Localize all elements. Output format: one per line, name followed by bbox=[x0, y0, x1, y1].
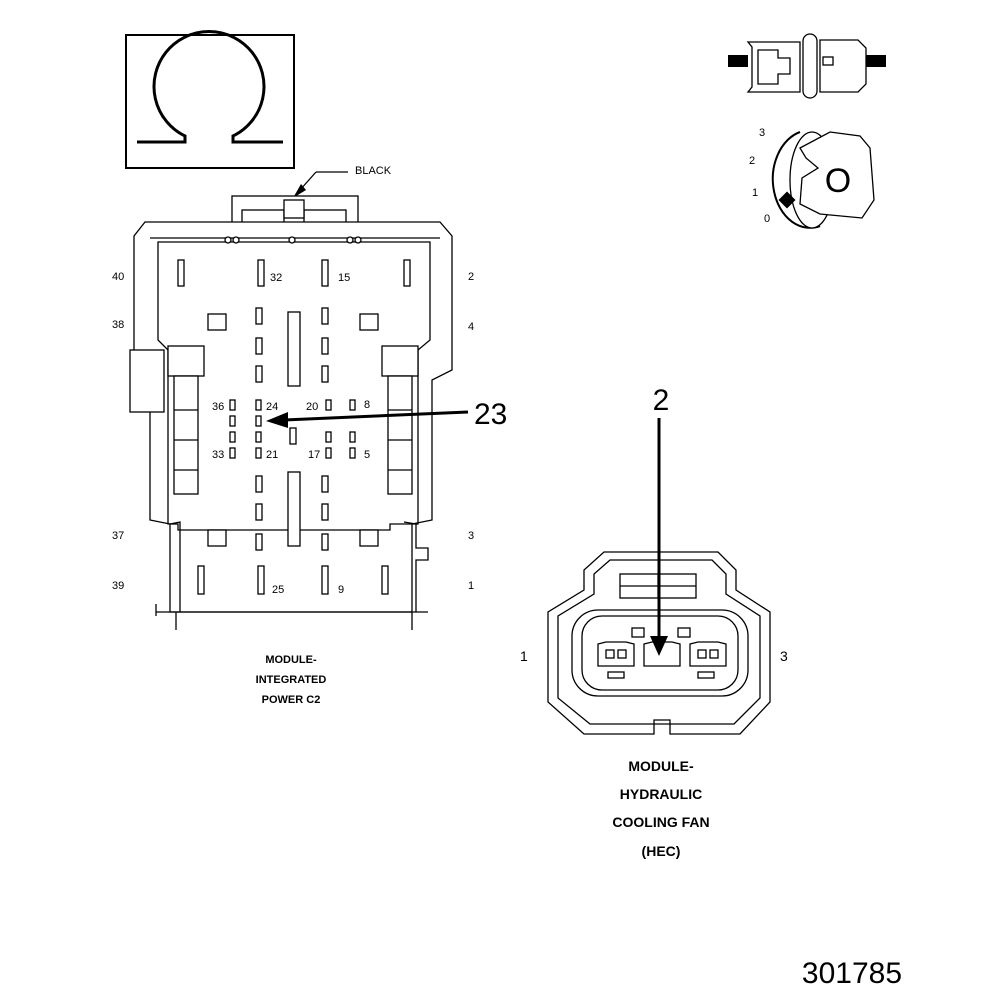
key-switch-icon: O 3 2 1 0 bbox=[749, 127, 875, 229]
key-position-0: 0 bbox=[764, 213, 770, 225]
pin-label-15: 15 bbox=[338, 272, 350, 284]
wire-color-label: BLACK bbox=[355, 165, 392, 177]
key-position-2: 2 bbox=[749, 155, 755, 167]
pin-label-3: 3 bbox=[468, 530, 474, 542]
pin-label-40: 40 bbox=[112, 271, 124, 283]
module-integrated-power-c2-connector: BLACK bbox=[112, 165, 507, 706]
pin-label-5: 5 bbox=[364, 449, 370, 461]
c2-title-line-1: MODULE- bbox=[265, 654, 317, 666]
ohm-icon bbox=[137, 30, 283, 144]
pin-label-17: 17 bbox=[308, 449, 320, 461]
pin-label-4: 4 bbox=[468, 321, 474, 333]
pin-label-21: 21 bbox=[266, 449, 278, 461]
pin-label-24: 24 bbox=[266, 401, 278, 413]
pin-label-33: 33 bbox=[212, 449, 224, 461]
pin-label-20: 20 bbox=[306, 401, 318, 413]
hec-title-line-4: (HEC) bbox=[642, 843, 681, 859]
figure-number: 301785 bbox=[802, 957, 902, 990]
key-letter: O bbox=[825, 162, 851, 200]
hec-pin-label-1: 1 bbox=[520, 648, 528, 664]
pin-label-36: 36 bbox=[212, 401, 224, 413]
pin-label-32: 32 bbox=[270, 272, 282, 284]
callout-arrow-icon bbox=[650, 636, 668, 656]
pin-label-25: 25 bbox=[272, 584, 284, 596]
hec-title-line-2: HYDRAULIC bbox=[620, 786, 702, 802]
pin-label-38: 38 bbox=[112, 319, 124, 331]
hec-pin-label-3: 3 bbox=[780, 648, 788, 664]
module-hydraulic-cooling-fan-connector: 2 1 3 MODULE- HYDRAULIC COOLING FAN (HEC… bbox=[520, 384, 788, 859]
pin-label-37: 37 bbox=[112, 530, 124, 542]
c2-callout-number: 23 bbox=[474, 398, 507, 431]
pin-label-2: 2 bbox=[468, 271, 474, 283]
pin-label-8: 8 bbox=[364, 399, 370, 411]
hec-callout-number: 2 bbox=[653, 384, 670, 417]
c2-title-line-2: INTEGRATED bbox=[256, 674, 327, 686]
pin-label-9: 9 bbox=[338, 584, 344, 596]
c2-title-line-3: POWER C2 bbox=[262, 694, 321, 706]
connector-disconnect-icon bbox=[728, 33, 886, 99]
hec-title-line-3: COOLING FAN bbox=[612, 814, 709, 830]
key-position-1: 1 bbox=[752, 187, 758, 199]
hec-title-line-1: MODULE- bbox=[628, 758, 694, 774]
key-position-marker-icon bbox=[778, 191, 796, 209]
pin-label-1: 1 bbox=[468, 580, 474, 592]
key-position-3: 3 bbox=[759, 127, 765, 139]
ohmmeter-symbol bbox=[125, 30, 295, 169]
callout-arrow-icon bbox=[266, 412, 288, 428]
pin-label-39: 39 bbox=[112, 580, 124, 592]
